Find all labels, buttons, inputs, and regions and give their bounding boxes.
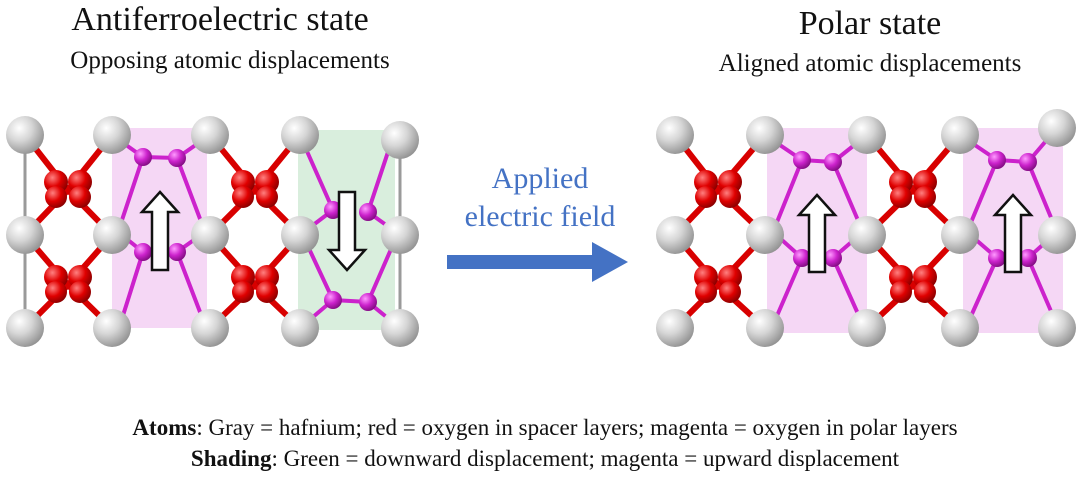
oxygen-spacer-atoms [694,170,937,303]
right-lattice [656,109,1076,347]
right-panel-title: Polar state [798,5,942,42]
applied-field-line-1: Applied [491,162,589,195]
left-lattice [6,116,419,347]
hafnium-atoms [656,109,1076,347]
legend-shading-text: : Green = downward displacement; magenta… [271,446,900,471]
up-arrow-icon [796,193,838,274]
left-panel-title: Antiferroelectric state [71,1,369,38]
legend-atoms-key: Atoms [132,415,197,440]
legend-shading-key: Shading [190,446,272,471]
legend-atoms-text: : Gray = hafnium; red = oxygen in spacer… [196,415,958,440]
applied-field-arrow [447,242,628,282]
legend-shading: Shading: Green = downward displacement; … [0,443,1090,474]
left-panel-subtitle: Opposing atomic displacements [70,47,390,74]
down-arrow-icon [326,190,368,272]
applied-field-line-2: electric field [464,200,616,233]
up-arrow-icon [992,193,1034,274]
hafnium-atoms [6,116,419,347]
right-panel-subtitle: Aligned atomic displacements [718,50,1022,77]
applied-field-label: Applied electric field [440,160,640,236]
oxygen-polar-atoms [793,151,1037,267]
legend: Atoms: Gray = hafnium; red = oxygen in s… [0,412,1090,474]
legend-atoms: Atoms: Gray = hafnium; red = oxygen in s… [0,412,1090,443]
oxygen-polar-atoms [134,148,377,311]
up-arrow-icon [139,190,181,272]
oxygen-spacer-atoms [44,170,279,303]
